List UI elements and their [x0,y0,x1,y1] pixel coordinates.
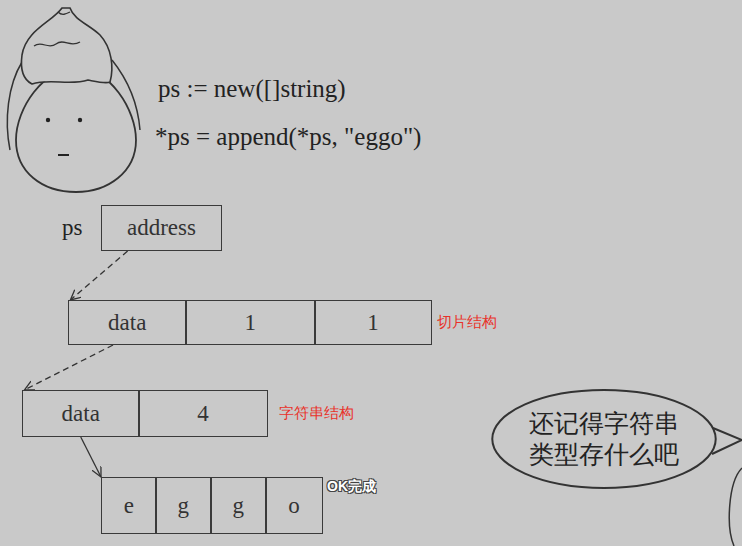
byte-cell: e [101,477,157,534]
pointer-arrow [24,345,113,390]
text-holder: e [124,493,134,519]
pointer-arrow [81,437,101,477]
bubble-outline [490,388,718,490]
text-holder: g [178,493,190,519]
structure-label: 字符串结构 [279,404,354,423]
text-holder: g [233,493,245,519]
cell-text: e [124,493,134,519]
cell-text: data [108,310,146,336]
text-holder: data [108,310,146,336]
slice-cell: 1 [185,300,316,345]
structure-label: 切片结构 [437,313,497,332]
cell-text: 4 [197,401,209,427]
text-holder: data [62,401,100,427]
cell-text: address [127,215,196,241]
slice-cell: 1 [314,300,432,345]
cell-text: g [233,493,245,519]
cell-text: 1 [367,310,379,336]
subtitle-text: OK完成 [327,478,376,496]
string-cell: 4 [138,390,268,437]
slice-cell: data [68,300,187,345]
byte-cell: g [155,477,212,534]
pointer-cell: address [101,205,222,251]
code-line: *ps = append(*ps, "eggo") [155,123,421,151]
cell-text: data [62,401,100,427]
cell-text: g [178,493,190,519]
bubble-text: 还记得字符串 类型存什么吧 [519,408,689,471]
text-holder: 1 [367,310,379,336]
cell-text: o [288,493,300,519]
code-line: ps := new([]string) [158,75,346,103]
text-holder: 还记得字符串 类型存什么吧 [519,408,689,471]
text-holder: address [127,215,196,241]
text-holder: o [288,493,300,519]
speech-bubble: 还记得字符串 类型存什么吧 [490,388,718,490]
text-holder: 1 [245,310,257,336]
byte-cell: o [265,477,323,534]
text-holder: 4 [197,401,209,427]
string-cell: data [22,390,140,437]
cell-text: 1 [245,310,257,336]
variable-name: ps [62,215,82,241]
pointer-arrow [70,251,127,300]
byte-cell: g [210,477,267,534]
